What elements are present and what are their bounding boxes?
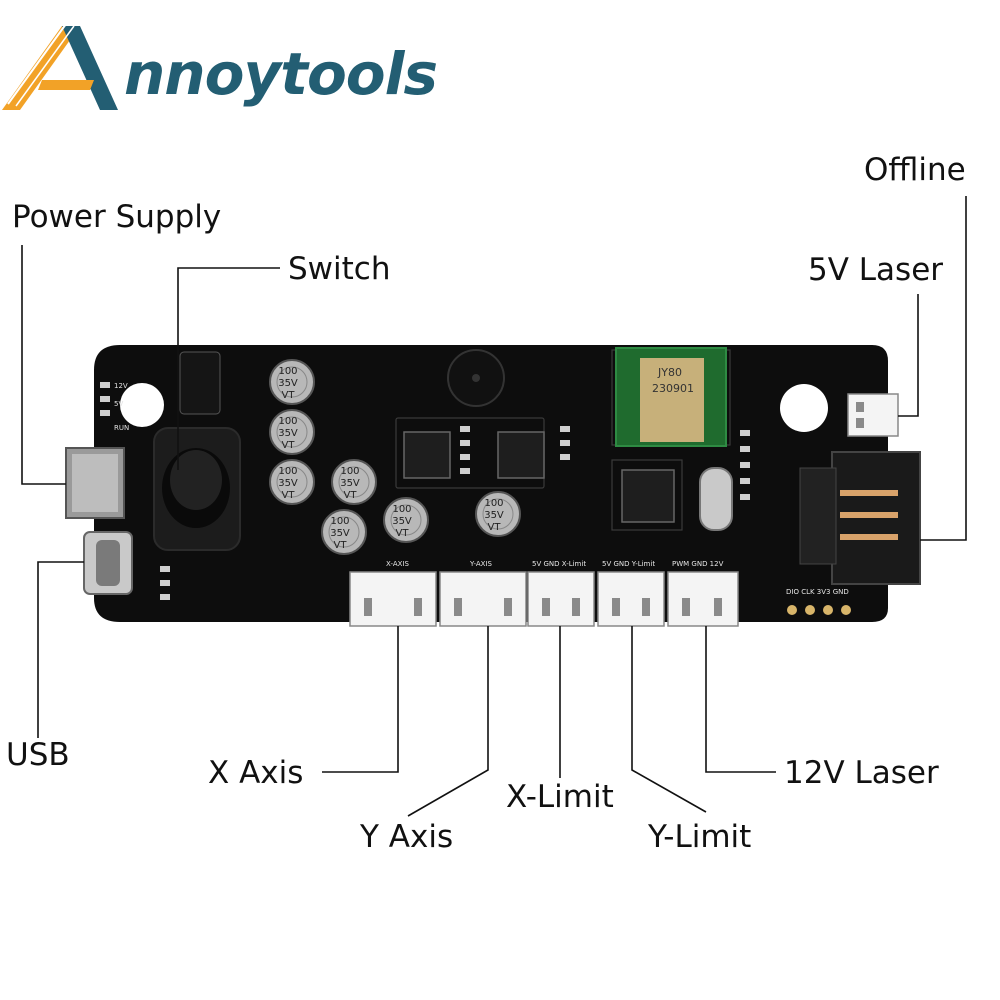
leader-power-supply (21, 245, 66, 485)
brand-wordmark: nnoytools (124, 40, 438, 108)
brand-a-mark-icon (2, 23, 118, 110)
mount-hole-right (780, 384, 828, 432)
connector-y-limit (597, 571, 665, 627)
label-switch: Switch (288, 251, 391, 287)
leader-usb (37, 561, 84, 738)
driver-chips (403, 431, 675, 523)
wifi-module-model: JY80 (657, 366, 682, 379)
led-labels: 12V 5V RUN (114, 382, 129, 432)
connector-x-limit (527, 571, 595, 627)
leader-switch (177, 267, 280, 470)
label-offline: Offline (864, 152, 966, 188)
leader-x-axis (322, 626, 399, 773)
power-supply-jack (65, 447, 125, 519)
cap-6-text-a: 100 (392, 504, 411, 515)
silk-12v-laser: PWM GND 12V (672, 560, 724, 568)
cap-3-text-a: 100 (278, 466, 297, 477)
axis-connectors (349, 571, 739, 627)
pin-header (787, 605, 851, 615)
cap-6-text-c: VT (396, 528, 410, 539)
capacitors: 100 35V VT 100 35V VT 100 35V VT 100 35V… (269, 359, 521, 555)
silk-y-limit: 5V GND Y-Limit (602, 560, 655, 568)
cap-4-text-a: 100 (340, 466, 359, 477)
cap-3-text-c: VT (282, 490, 296, 501)
leader-y-limit (631, 626, 707, 813)
wifi-module-code: 230901 (652, 382, 694, 395)
silk-header: DIO CLK 3V3 GND (786, 588, 849, 596)
leader-y-axis (407, 626, 489, 817)
cap-3-text-b: 35V (278, 478, 298, 489)
label-5v-laser: 5V Laser (808, 252, 944, 288)
cap-4-text-c: VT (344, 490, 358, 501)
label-usb: USB (6, 737, 70, 773)
cap-1-text-b: 35V (278, 378, 298, 389)
label-y-limit: Y-Limit (648, 819, 752, 855)
power-switch (153, 351, 241, 551)
cap-4-text-b: 35V (340, 478, 360, 489)
cap-7-text-c: VT (488, 522, 502, 533)
connector-x-axis (349, 571, 437, 627)
leader-5v-laser (898, 294, 919, 417)
cap-1-text-a: 100 (278, 366, 297, 377)
led-label-run: RUN (114, 424, 129, 432)
label-power-supply: Power Supply (12, 199, 222, 235)
buzzer (447, 349, 505, 407)
cap-5-text-b: 35V (330, 528, 350, 539)
brand-logo: nnoytools (2, 18, 438, 128)
leader-12v-laser (705, 626, 776, 773)
cap-7-text-a: 100 (484, 498, 503, 509)
cap-7-text-b: 35V (484, 510, 504, 521)
connector-y-axis (439, 571, 527, 627)
label-y-axis: Y Axis (360, 819, 454, 855)
label-12v-laser: 12V Laser (784, 755, 939, 791)
cap-5-text-c: VT (334, 540, 348, 551)
cap-5-text-a: 100 (330, 516, 349, 527)
cap-2-text-a: 100 (278, 416, 297, 427)
connector-5v-laser (847, 393, 899, 437)
connector-12v-laser (667, 571, 739, 627)
leader-offline (920, 196, 967, 541)
cap-1-text-c: VT (282, 390, 296, 401)
leader-lines (21, 196, 967, 817)
silk-x-axis: X-AXIS (386, 560, 409, 568)
cap-2-text-b: 35V (278, 428, 298, 439)
label-x-axis: X Axis (208, 755, 304, 791)
label-x-limit: X-Limit (506, 779, 614, 815)
cap-6-text-b: 35V (392, 516, 412, 527)
connector-silkscreen: X-AXIS Y-AXIS 5V GND X-Limit 5V GND Y-Li… (386, 560, 849, 596)
wifi-module: JY80 230901 (615, 347, 727, 447)
silk-x-limit: 5V GND X-Limit (532, 560, 586, 568)
usb-c-port (83, 531, 133, 595)
led-label-5v: 5V (114, 400, 123, 408)
cap-2-text-c: VT (282, 440, 296, 451)
connector-offline (799, 451, 921, 585)
led-label-12v: 12V (114, 382, 128, 390)
mount-hole-left (120, 383, 164, 427)
smd-components (100, 382, 750, 600)
crystal-oscillator (699, 467, 733, 531)
silk-y-axis: Y-AXIS (469, 560, 492, 568)
